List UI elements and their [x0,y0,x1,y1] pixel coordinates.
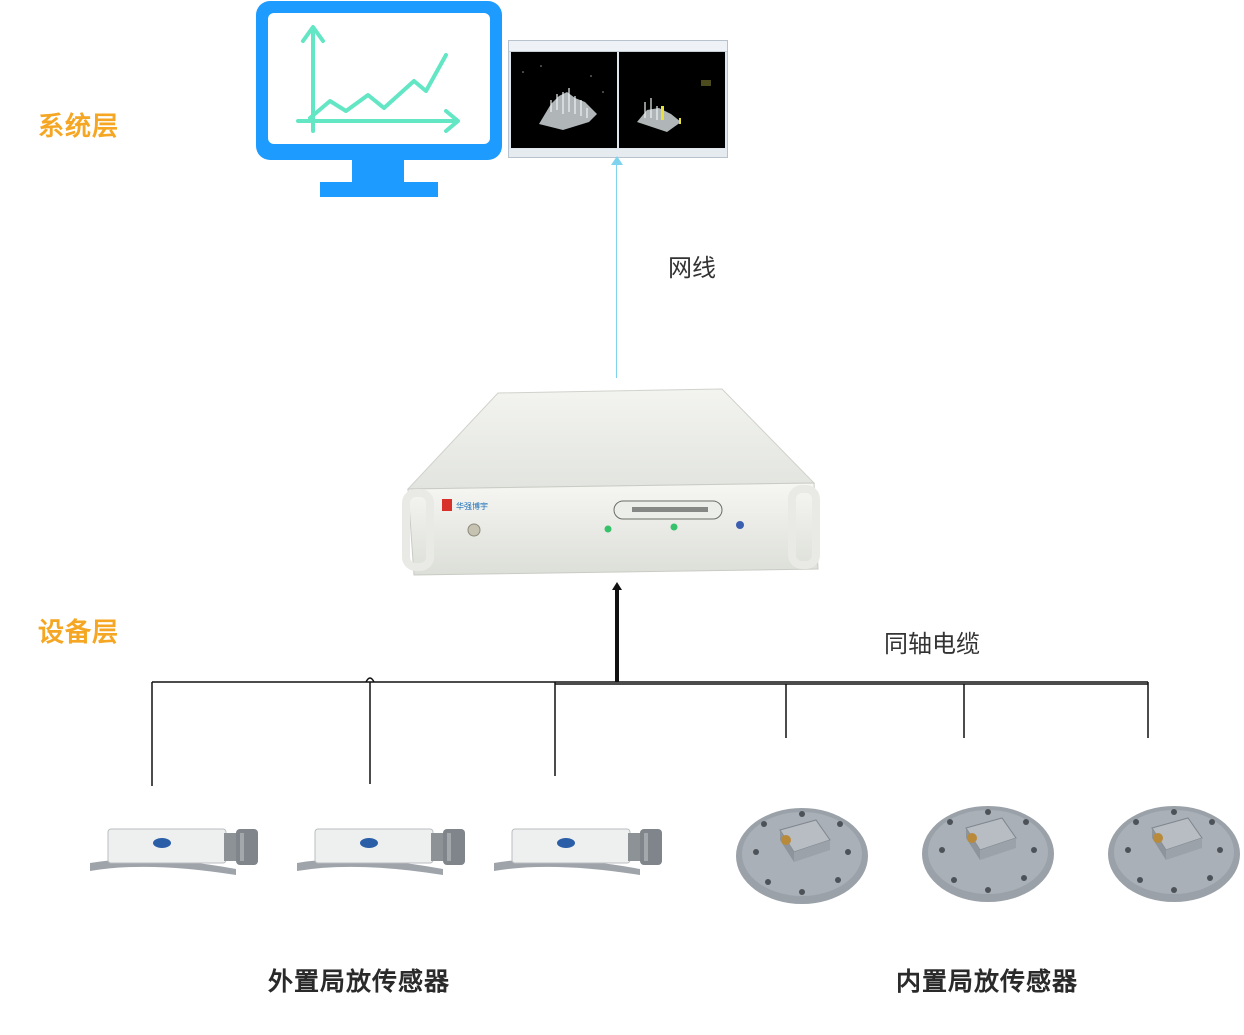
external-sensor-3 [492,823,667,878]
line-chart-icon [296,25,460,133]
network-cable-label: 网线 [668,254,716,282]
acquisition-unit: 华强博宇 [400,385,824,580]
arrow-up-icon [611,156,623,165]
internal-sensor-3 [1106,798,1243,904]
external-sensors-label: 外置局放传感器 [268,967,451,996]
spectrum-3d-view-right [619,52,725,148]
spectrum-3d-view-left [511,52,617,148]
internal-sensors-label: 内置局放传感器 [896,967,1079,996]
device-brand-label: 华强博宇 [456,501,488,511]
external-sensor-2 [295,823,470,878]
network-cable-line [616,160,617,378]
external-sensor-1 [88,823,263,878]
system-layer-label: 系统层 [38,112,120,142]
software-window [508,40,728,158]
internal-sensor-1 [734,800,871,906]
coaxial-cable-label: 同轴电缆 [884,630,980,658]
internal-sensor-2 [920,798,1057,904]
device-layer-label: 设备层 [38,618,120,648]
